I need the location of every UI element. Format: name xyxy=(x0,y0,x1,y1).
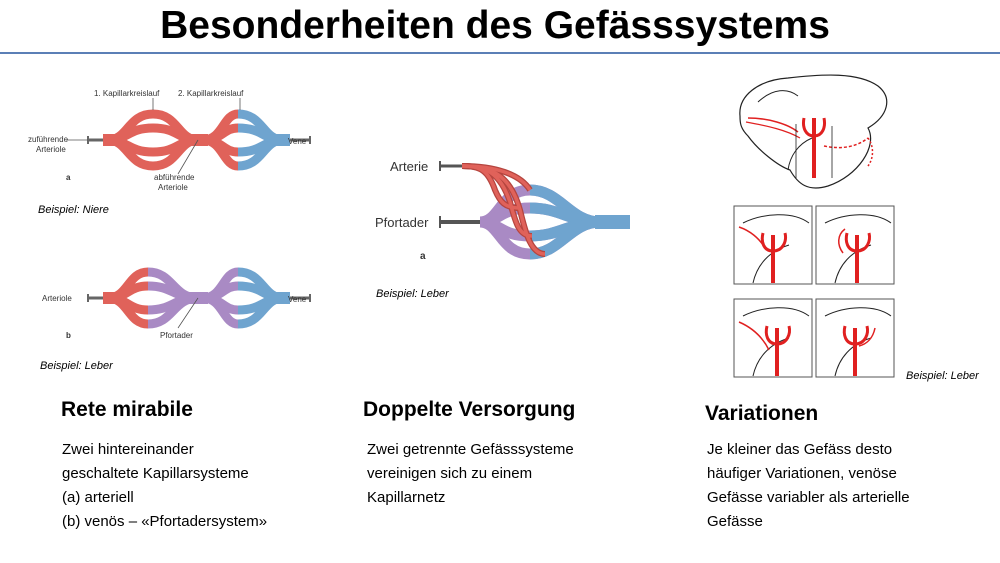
liver-variation-3 xyxy=(733,298,813,378)
liver-variation-4 xyxy=(815,298,895,378)
label-afferent-arteriole-line2: Arteriole xyxy=(36,145,66,154)
panel-label-b: b xyxy=(66,331,71,340)
liver-vessel-illustration-main xyxy=(739,74,888,189)
variations-description: Je kleiner das Gefäss desto häufiger Var… xyxy=(707,438,910,534)
liver-variation-2 xyxy=(815,205,895,285)
panel-label-a: a xyxy=(420,251,426,262)
description-line: (a) arteriell xyxy=(62,489,134,506)
label-artery: Arterie xyxy=(390,159,428,174)
label-portal-vein: Pfortader xyxy=(375,215,429,230)
description-line: Gefässe variabler als arterielle xyxy=(707,489,910,506)
rete-mirabile-description: Zwei hintereinander geschaltete Kapillar… xyxy=(62,438,267,534)
dual-supply-diagram: Arterie Pfortader a xyxy=(375,159,630,262)
label-arteriole: Arteriole xyxy=(42,294,72,303)
label-vein: Vene xyxy=(288,137,307,146)
dual-supply-description: Zwei getrennte Gefässsysteme vereinigen … xyxy=(367,438,574,510)
label-efferent-arteriole-line1: abführende xyxy=(154,173,195,182)
rete-mirabile-venous-diagram: Arteriole Pfortader Vene b xyxy=(42,267,311,340)
label-second-capillary-circuit: 2. Kapillarkreislauf xyxy=(178,89,244,98)
heading-rete-mirabile: Rete mirabile xyxy=(61,398,193,421)
description-line: Zwei getrennte Gefässsysteme xyxy=(367,441,574,458)
heading-dual-supply: Doppelte Versorgung xyxy=(363,398,576,421)
description-line: häufiger Variationen, venöse xyxy=(707,465,897,482)
title-divider xyxy=(0,52,1000,54)
heading-variations: Variationen xyxy=(705,402,819,425)
label-first-capillary-circuit: 1. Kapillarkreislauf xyxy=(94,89,160,98)
caption-kidney-example: Beispiel: Niere xyxy=(38,204,109,216)
label-afferent-arteriole-line1: zuführende xyxy=(28,135,69,144)
description-line: vereinigen sich zu einem xyxy=(367,465,533,482)
description-line: (b) venös – «Pfortadersystem» xyxy=(62,513,268,530)
label-portal-vein: Pfortader xyxy=(160,331,193,340)
caption-liver-example-right: Beispiel: Leber xyxy=(906,370,979,382)
description-line: geschaltete Kapillarsysteme xyxy=(62,465,249,482)
description-line: Kapillarnetz xyxy=(367,489,446,506)
label-vein: Vene xyxy=(288,295,307,304)
panel-label-a: a xyxy=(66,173,71,182)
rete-mirabile-arterial-diagram: 1. Kapillarkreislauf 2. Kapillarkreislau… xyxy=(28,89,311,192)
page-title: Besonderheiten des Gefässsystems xyxy=(160,4,830,47)
liver-variation-1 xyxy=(733,205,813,285)
description-line: Gefässe xyxy=(707,513,763,530)
description-line: Je kleiner das Gefäss desto xyxy=(707,441,893,458)
caption-liver-example-middle: Beispiel: Leber xyxy=(376,288,449,300)
description-line: Zwei hintereinander xyxy=(62,441,194,458)
caption-liver-example-left: Beispiel: Leber xyxy=(40,360,113,372)
label-efferent-arteriole-line2: Arteriole xyxy=(158,183,188,192)
